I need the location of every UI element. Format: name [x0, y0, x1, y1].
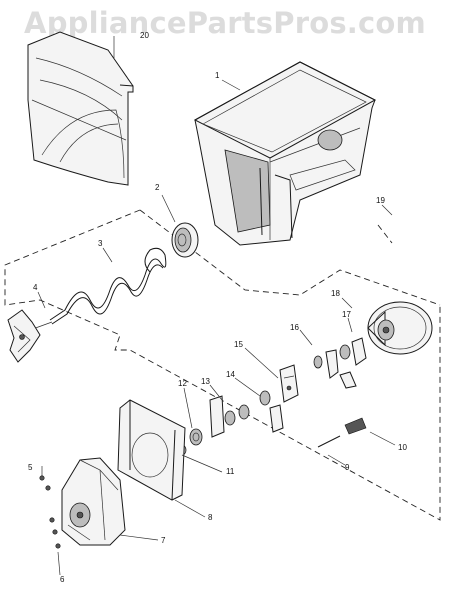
part-6-screws [49, 517, 61, 549]
callout-11: 11 [226, 467, 235, 476]
part-20-front-cover [27, 31, 134, 186]
callout-labels: 20 1 2 3 4 19 18 17 16 15 14 13 12 11 10… [28, 31, 407, 584]
part-16-washer [313, 349, 357, 389]
callout-3: 3 [98, 239, 103, 248]
callout-13: 13 [201, 377, 210, 386]
callout-16: 16 [290, 323, 299, 332]
callout-15: 15 [234, 340, 243, 349]
callout-18: 18 [331, 289, 340, 298]
part-12-bearing [189, 428, 203, 446]
part-1-ice-bucket [193, 61, 377, 246]
callout-19: 19 [376, 196, 385, 205]
callout-2: 2 [155, 183, 160, 192]
callout-12: 12 [178, 379, 187, 388]
part-5-screws [39, 475, 51, 491]
callout-8: 8 [208, 513, 213, 522]
callout-9: 9 [345, 463, 350, 472]
callout-5: 5 [28, 463, 33, 472]
part-13-washer [209, 395, 250, 438]
part-18-wheel [367, 301, 433, 355]
callout-7: 7 [161, 536, 166, 545]
callout-20: 20 [140, 31, 149, 40]
part-2-bearing [171, 222, 199, 258]
part-4-blade [7, 309, 41, 363]
callout-14: 14 [226, 370, 235, 379]
callout-1: 1 [215, 71, 220, 80]
part-10-connector [344, 417, 367, 435]
part-17-nut [339, 337, 367, 366]
part-15-blade-plate [279, 364, 299, 403]
watermark-text: AppliancePartsPros.com [24, 6, 426, 40]
part-7-housing [61, 457, 126, 546]
callout-6: 6 [60, 575, 65, 584]
assembly-19-outline [4, 209, 441, 521]
part-14-spring [259, 390, 284, 433]
part-3-auger-coil [29, 247, 167, 331]
leader-lines [37, 36, 396, 576]
callout-10: 10 [398, 443, 407, 452]
callout-17: 17 [342, 310, 351, 319]
callout-4: 4 [33, 283, 38, 292]
part-9-pin [317, 435, 341, 448]
part-8-mounting-plate [117, 399, 186, 501]
